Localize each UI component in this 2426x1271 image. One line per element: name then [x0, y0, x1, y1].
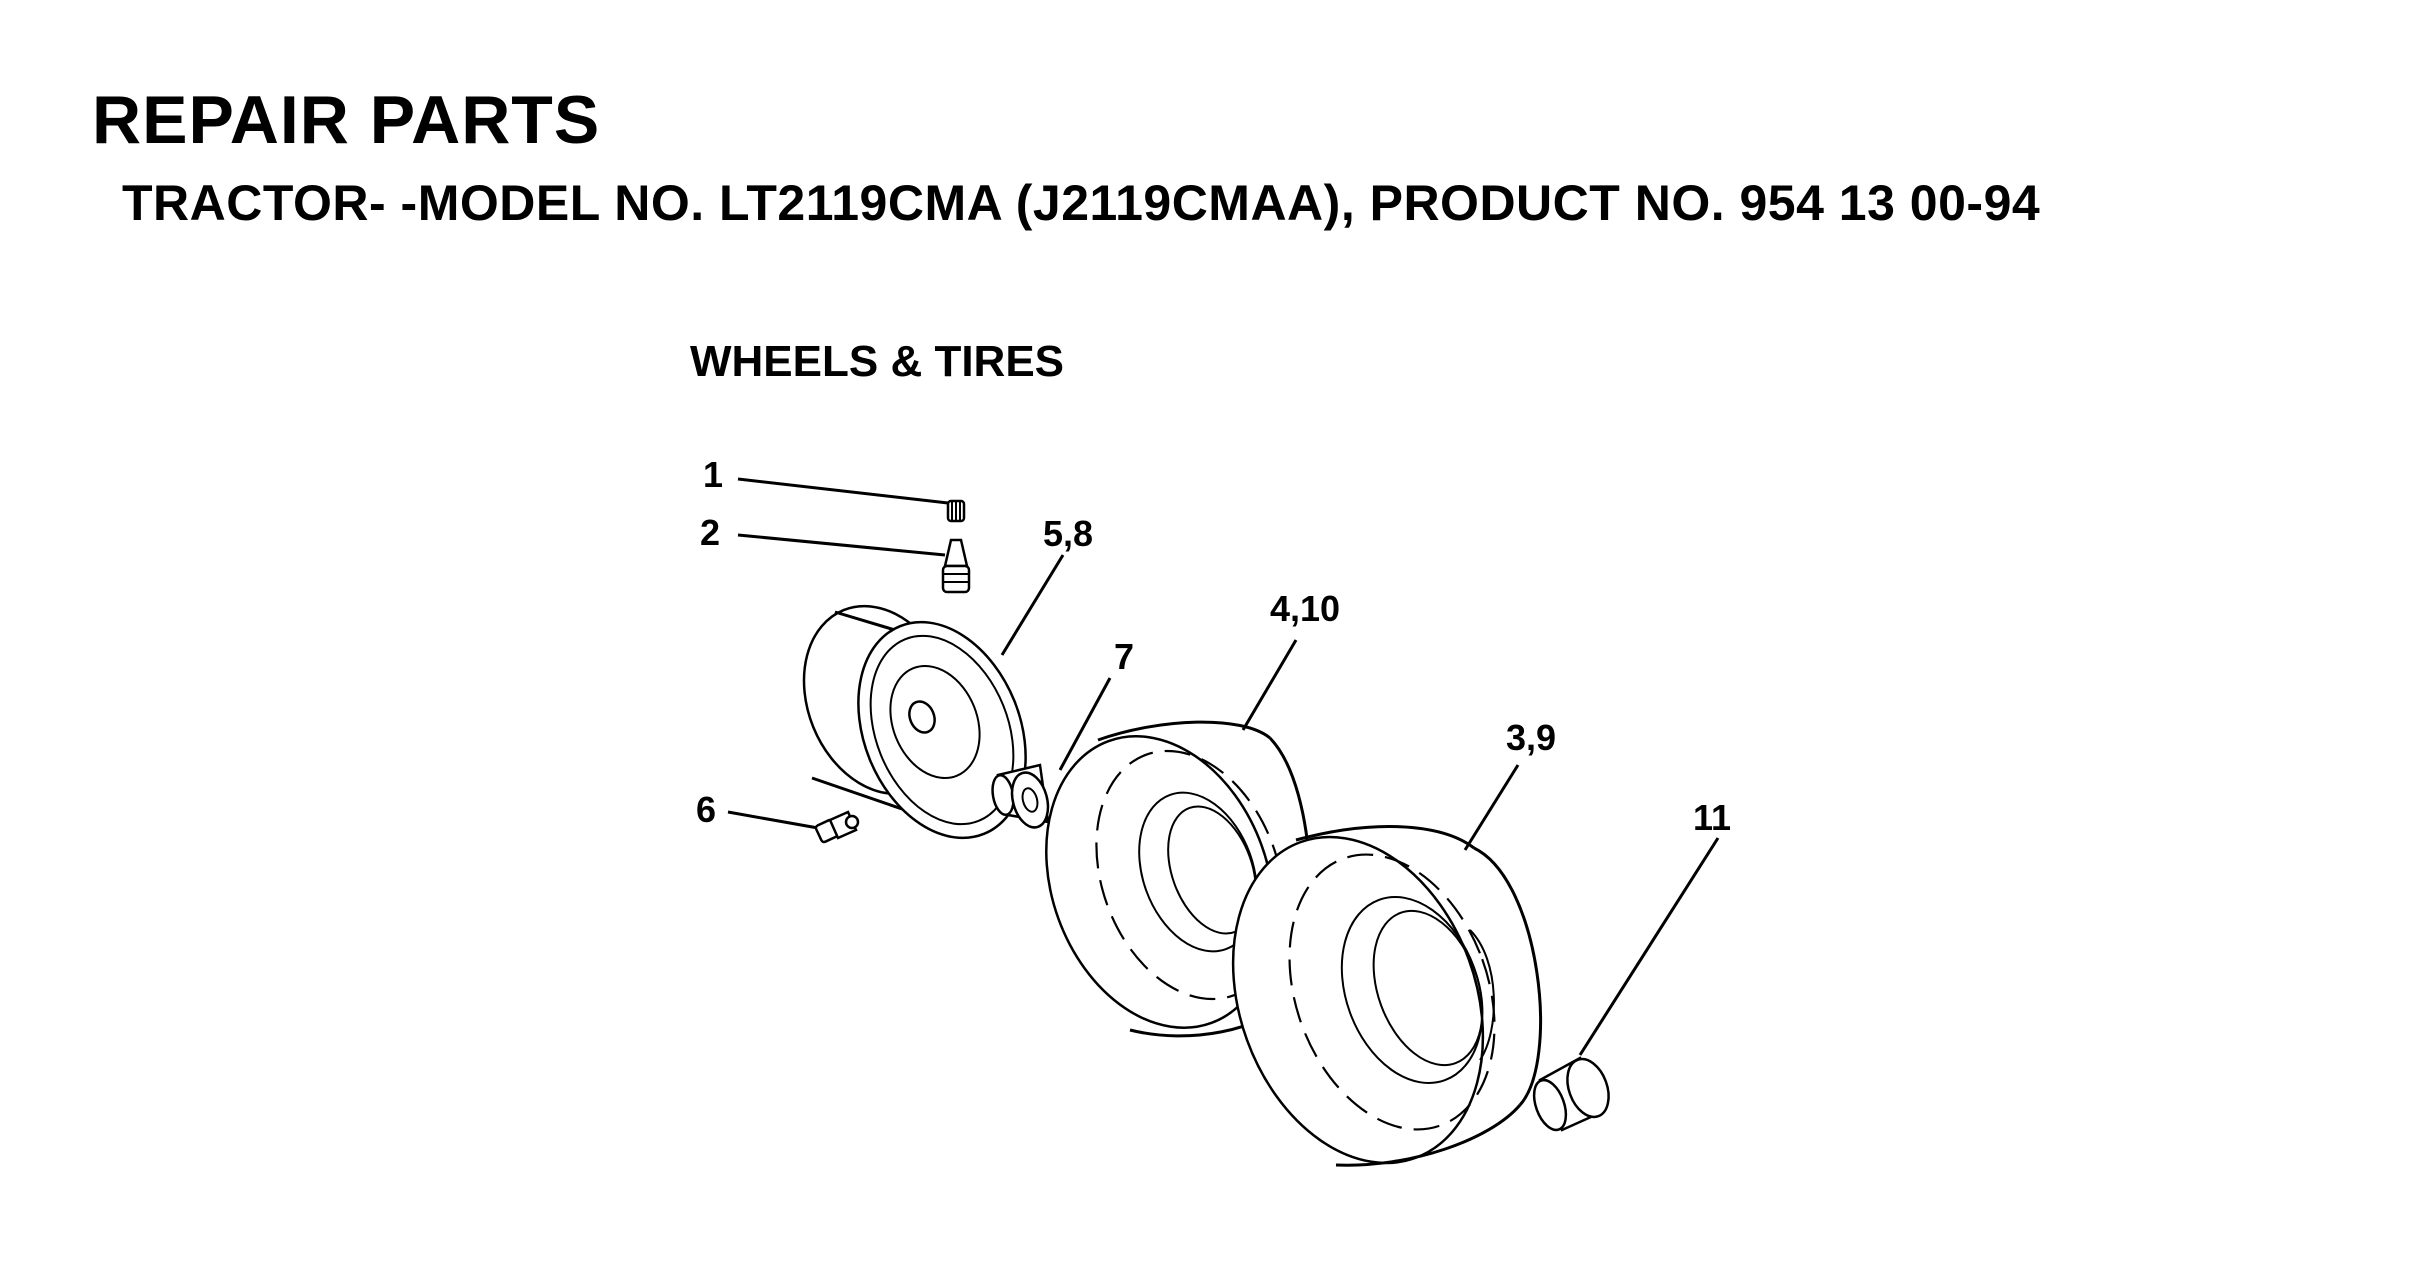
callout-1: 1 — [703, 454, 723, 495]
wheel-rim-part — [802, 604, 1027, 840]
leader-line-3-9 — [1463, 764, 1520, 851]
callout-2: 2 — [700, 512, 720, 553]
page-subtitle: TRACTOR- -MODEL NO. LT2119CMA (J2119CMAA… — [122, 175, 2041, 231]
callout-6: 6 — [696, 789, 716, 830]
leader-line-5-8 — [1000, 554, 1065, 656]
front-tire-part — [1045, 720, 1312, 1038]
leader-line-6 — [727, 810, 819, 830]
leader-line-7 — [1058, 677, 1112, 771]
grease-fitting-part — [814, 810, 860, 844]
rear-tire-part — [1231, 825, 1543, 1167]
callout-3-9: 3,9 — [1506, 717, 1556, 758]
leader-line-1 — [737, 477, 949, 505]
callout-5-8: 5,8 — [1043, 513, 1093, 554]
leader-line-11 — [1578, 837, 1720, 1056]
hub-cap-part — [1532, 1056, 1610, 1132]
section-title: WHEELS & TIRES — [690, 337, 1065, 386]
valve-stem-part — [941, 538, 971, 594]
leader-line-4-10 — [1241, 639, 1298, 731]
callout-11: 11 — [1693, 797, 1731, 838]
leader-line-2 — [737, 533, 946, 557]
callout-labels: 1 2 5,8 7 4,10 3,9 6 11 — [696, 454, 1731, 838]
valve-cap-part — [946, 499, 966, 523]
callout-7: 7 — [1114, 636, 1134, 677]
bushing-part — [991, 763, 1050, 829]
leader-lines — [727, 477, 1720, 1056]
callout-4-10: 4,10 — [1270, 588, 1340, 629]
page-title: REPAIR PARTS — [92, 82, 601, 158]
